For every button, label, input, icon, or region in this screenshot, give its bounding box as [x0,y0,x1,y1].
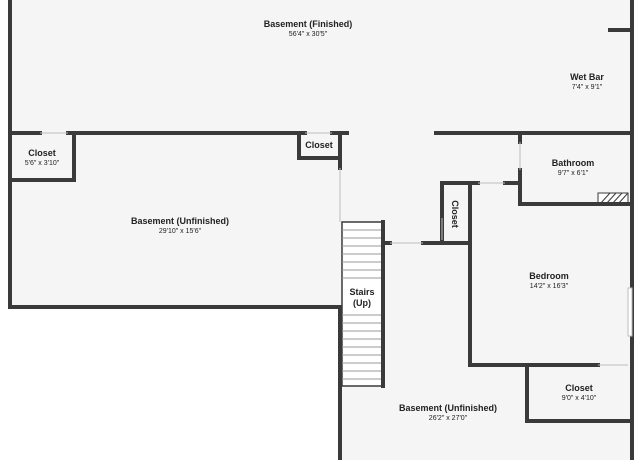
floor-fill [10,0,632,460]
room-name-closet-vertical: Closet [450,200,460,228]
room-labels: Basement (Finished) 56'4" x 30'5" Wet Ba… [25,19,605,422]
room-dims-closet-bottom: 9'0" x 4'10" [562,395,597,402]
walls [8,0,634,460]
room-dims-bathroom: 9'7" x 6'1" [558,170,589,177]
room-dims-wet-bar: 7'4" x 9'1" [572,84,603,91]
room-dims-basement-unfinished-bottom: 26'2" x 27'0" [429,415,468,422]
room-dims-basement-finished: 56'4" x 30'5" [289,31,328,38]
room-name-closet-bottom: Closet [565,383,593,393]
room-name-basement-unfinished-left: Basement (Unfinished) [131,216,229,226]
room-name-wet-bar: Wet Bar [570,72,604,82]
room-name-bedroom: Bedroom [529,271,569,281]
room-name-bathroom: Bathroom [552,158,595,168]
room-name-stairs-direction: (Up) [353,298,371,308]
openings [40,132,633,366]
room-dims-bedroom: 14'2" x 16'3" [530,283,569,290]
room-name-basement-finished: Basement (Finished) [264,19,353,29]
room-dims-closet-left: 5'6" x 3'10" [25,160,60,167]
room-name-closet-mid: Closet [305,140,333,150]
room-dims-basement-unfinished-left: 29'10" x 15'6" [159,228,202,235]
room-name-basement-unfinished-bottom: Basement (Unfinished) [399,403,497,413]
room-name-closet-left: Closet [28,148,56,158]
room-name-stairs: Stairs [349,287,374,297]
